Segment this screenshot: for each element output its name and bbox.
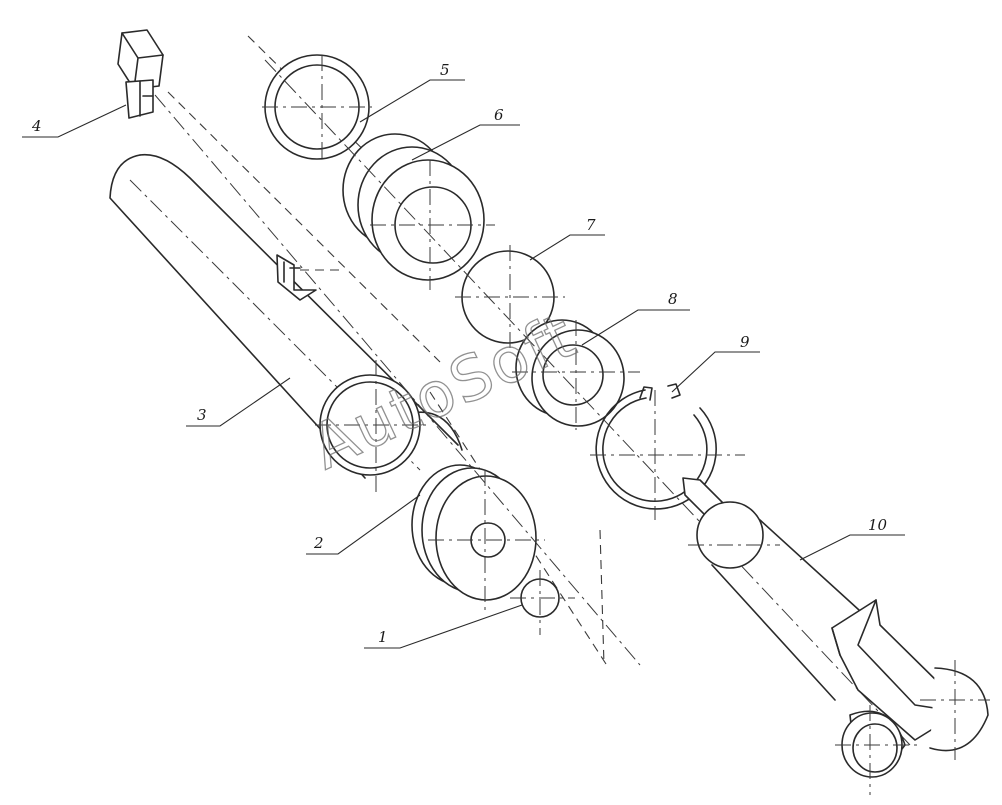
callout-5: 5 bbox=[440, 61, 450, 79]
part-1-ball bbox=[510, 570, 575, 635]
callout-1: 1 bbox=[378, 628, 388, 646]
callout-7: 7 bbox=[586, 216, 596, 234]
callout-3: 3 bbox=[197, 406, 207, 424]
angle-bracket bbox=[276, 254, 345, 301]
part-9-snap-ring bbox=[590, 383, 745, 520]
leader-lines bbox=[22, 79, 905, 649]
callout-10: 10 bbox=[868, 516, 888, 534]
part-4-bracket bbox=[117, 29, 164, 119]
callout-6: 6 bbox=[494, 106, 504, 124]
main-axis bbox=[154, 94, 641, 666]
callout-2: 2 bbox=[313, 534, 324, 552]
part-2-disc-stack bbox=[315, 360, 545, 610]
secondary-axis bbox=[264, 59, 911, 746]
part-6-disc-stack bbox=[342, 133, 495, 290]
callout-8: 8 bbox=[668, 290, 678, 308]
part-5-ring bbox=[262, 54, 372, 160]
callout-9: 9 bbox=[740, 333, 750, 351]
part-7-disc bbox=[455, 245, 565, 352]
part-10-shaft-assembly bbox=[682, 477, 990, 795]
part-8-bearing bbox=[512, 319, 640, 430]
callout-4: 4 bbox=[31, 117, 42, 135]
